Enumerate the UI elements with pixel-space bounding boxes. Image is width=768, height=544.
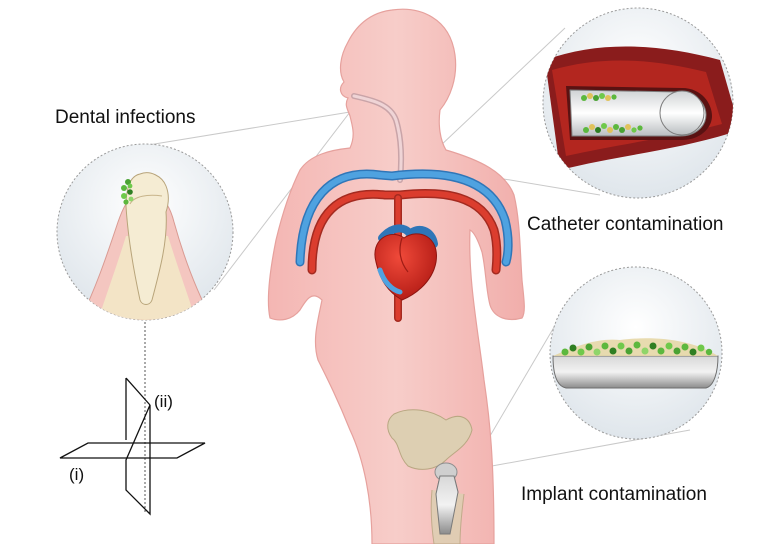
label-catheter-contamination: Catheter contamination	[527, 214, 723, 236]
catheter-callout	[543, 8, 740, 198]
label-implant-contamination: Implant contamination	[521, 484, 707, 506]
dental-callout	[57, 144, 233, 320]
label-dental-infections: Dental infections	[55, 107, 195, 129]
intersecting-planes-icon	[60, 322, 205, 514]
label-plane-ii: (ii)	[154, 392, 173, 412]
label-plane-i: (i)	[69, 465, 84, 485]
implant-callout	[550, 267, 722, 439]
